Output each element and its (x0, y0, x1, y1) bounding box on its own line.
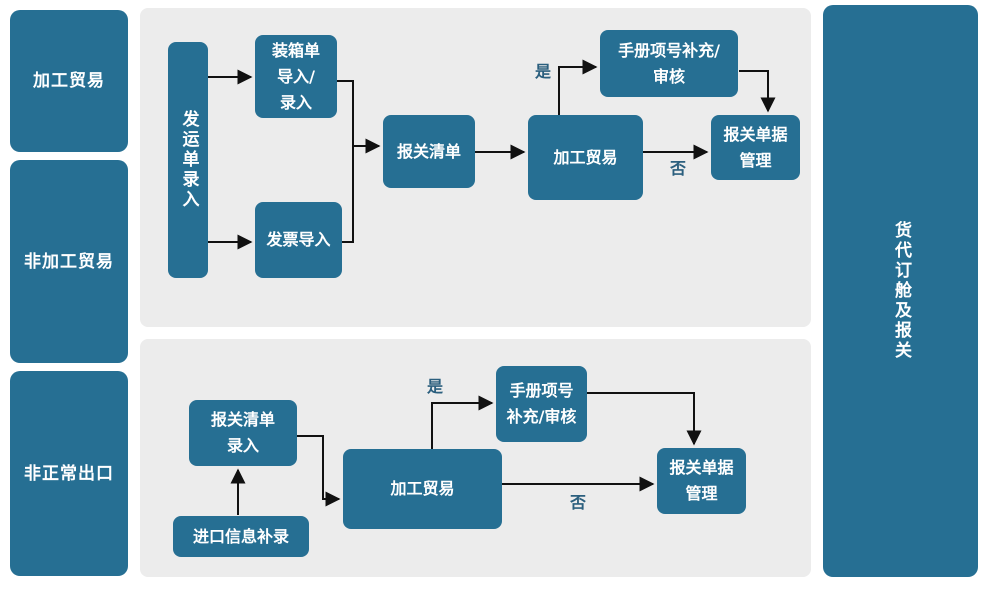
node-customs-doc-management-top: 报关单据 管理 (711, 115, 800, 180)
lane-freight-booking-customs: 货代订舱及报关 (823, 5, 978, 577)
node-invoice-import: 发票导入 (255, 202, 342, 278)
node-declaration-list-entry: 报关清单 录入 (189, 400, 297, 466)
node-packing-list-import: 装箱单 导入/ 录入 (255, 35, 337, 118)
node-manual-item-supplement-top: 手册项号补充/ 审核 (600, 30, 738, 97)
node-shipping-order-entry: 发运单录入 (168, 42, 208, 278)
lane-abnormal-export: 非正常出口 (10, 371, 128, 576)
yes-label-top: 是 (534, 62, 552, 81)
node-processing-trade-decision-top: 加工贸易 (528, 115, 643, 200)
lane-processing-trade: 加工贸易 (10, 10, 128, 152)
node-processing-trade-decision-bottom: 加工贸易 (343, 449, 502, 529)
node-customs-declaration-list: 报关清单 (383, 115, 475, 188)
no-label-bottom: 否 (569, 493, 587, 512)
node-import-info-supplement: 进口信息补录 (173, 516, 309, 557)
no-label-top: 否 (669, 159, 687, 178)
lane-non-processing-trade: 非加工贸易 (10, 160, 128, 363)
yes-label-bottom: 是 (426, 377, 444, 396)
node-customs-doc-management-bottom: 报关单据 管理 (657, 448, 746, 514)
node-manual-item-supplement-bottom: 手册项号 补充/审核 (496, 366, 587, 442)
